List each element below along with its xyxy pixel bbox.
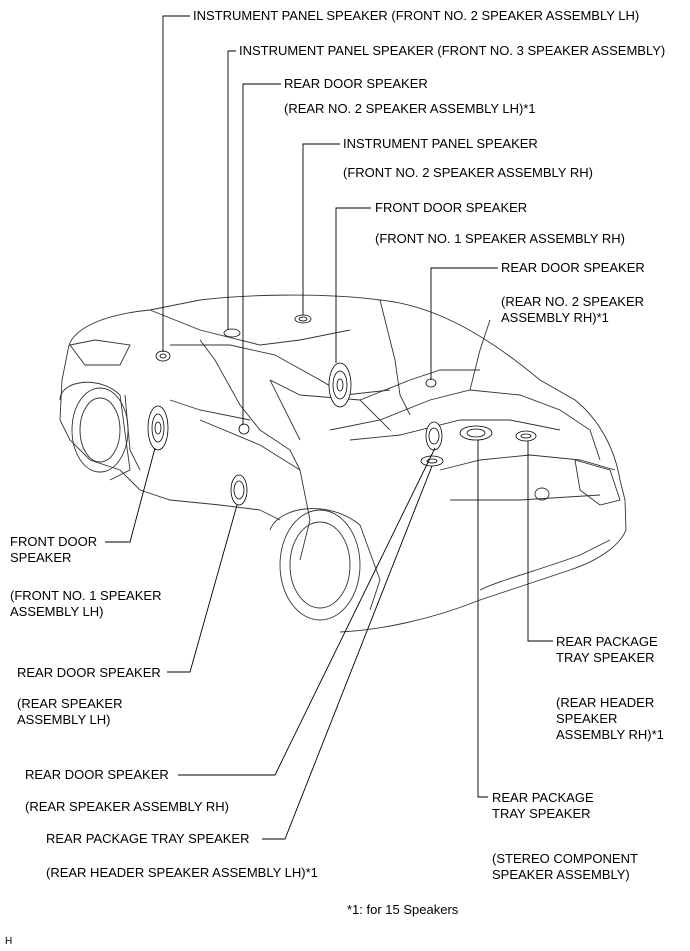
label-rear-door-rh-b-sub: (REAR SPEAKER ASSEMBLY RH) (25, 799, 229, 814)
label-front-door-lh-sub2: ASSEMBLY LH) (10, 604, 104, 619)
label-rear-door-lh-b-title: REAR DOOR SPEAKER (17, 665, 161, 680)
label-rpt-center-sub1: (STEREO COMPONENT (492, 851, 638, 866)
label-rear-door-lh-b-sub1: (REAR SPEAKER (17, 696, 123, 711)
label-front-door-lh-title2: SPEAKER (10, 550, 72, 565)
label-rear-door-rh-b-title: REAR DOOR SPEAKER (25, 767, 169, 782)
label-ip-rh-title: INSTRUMENT PANEL SPEAKER (343, 136, 538, 151)
label-front-door-lh-sub1: (FRONT NO. 1 SPEAKER (10, 588, 162, 603)
label-rpt-lh-sub: (REAR HEADER SPEAKER ASSEMBLY LH)*1 (46, 865, 318, 880)
label-front-door-rh-sub: (FRONT NO. 1 SPEAKER ASSEMBLY RH) (375, 231, 625, 246)
label-rear-door-lh-title: REAR DOOR SPEAKER (284, 76, 428, 91)
corner-mark: H (5, 936, 13, 947)
label-front-door-rh-title: FRONT DOOR SPEAKER (375, 200, 528, 215)
label-rpt-rh-sub3: ASSEMBLY RH)*1 (556, 727, 664, 742)
label-rear-door-rh2-sub1: (REAR NO. 2 SPEAKER (501, 294, 645, 309)
label-rear-door-lh-sub: (REAR NO. 2 SPEAKER ASSEMBLY LH)*1 (284, 101, 536, 116)
speaker-rear-door-rh2 (425, 378, 437, 388)
leader-lines (105, 15, 553, 840)
label-rear-door-rh2-sub2: ASSEMBLY RH)*1 (501, 310, 609, 325)
label-rpt-rh-title2: TRAY SPEAKER (556, 650, 655, 665)
label-rpt-rh-title1: REAR PACKAGE (556, 634, 658, 649)
label-rpt-rh-sub1: (REAR HEADER (556, 695, 655, 710)
speaker-ip-center (223, 328, 241, 338)
label-rear-door-lh-b-sub2: ASSEMBLY LH) (17, 712, 111, 727)
label-rear-door-rh2-title: REAR DOOR SPEAKER (501, 260, 645, 275)
speaker-icons (147, 314, 537, 506)
footnote: *1: for 15 Speakers (347, 902, 459, 917)
label-front-door-lh-title1: FRONT DOOR (10, 534, 98, 549)
label-ip-front3: INSTRUMENT PANEL SPEAKER (FRONT NO. 3 SP… (239, 43, 666, 58)
label-rpt-center-sub2: SPEAKER ASSEMBLY) (492, 867, 630, 882)
label-ip-rh-sub: (FRONT NO. 2 SPEAKER ASSEMBLY RH) (343, 165, 593, 180)
label-rpt-center-title1: REAR PACKAGE (492, 790, 594, 805)
speaker-rear-door-lh2 (238, 423, 250, 435)
label-rpt-center-title2: TRAY SPEAKER (492, 806, 591, 821)
label-rpt-rh-sub2: SPEAKER (556, 711, 618, 726)
label-rpt-lh-title: REAR PACKAGE TRAY SPEAKER (46, 831, 250, 846)
car-body-outline (59, 294, 627, 633)
label-ip-front2-lh: INSTRUMENT PANEL SPEAKER (FRONT NO. 2 SP… (193, 8, 640, 23)
